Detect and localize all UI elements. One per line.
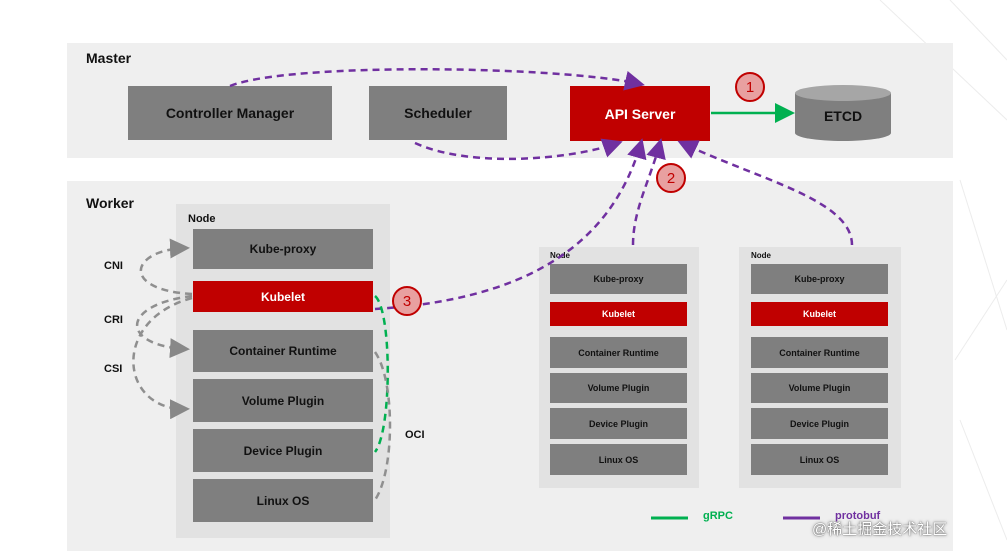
node-1-container-runtime: Container Runtime bbox=[550, 337, 687, 368]
marker-1: 1 bbox=[735, 72, 765, 102]
worker-title: Worker bbox=[86, 195, 134, 211]
watermark: @稀土掘金技术社区 bbox=[812, 521, 948, 538]
node-2-label: Node bbox=[751, 251, 771, 260]
marker-3: 3 bbox=[392, 286, 422, 316]
node-1-kube-proxy: Kube-proxy bbox=[550, 264, 687, 294]
api-server-box: API Server bbox=[570, 86, 710, 141]
main-linux-os: Linux OS bbox=[193, 479, 373, 522]
node-1-label: Node bbox=[550, 251, 570, 260]
node-2-kube-proxy: Kube-proxy bbox=[751, 264, 888, 294]
cri-label: CRI bbox=[104, 314, 123, 326]
legend-grpc-label: gRPC bbox=[703, 510, 733, 522]
main-volume-plugin: Volume Plugin bbox=[193, 379, 373, 422]
etcd-cylinder bbox=[795, 85, 891, 141]
oci-label: OCI bbox=[405, 429, 425, 441]
node-1-linux-os: Linux OS bbox=[550, 444, 687, 475]
node-2-kubelet: Kubelet bbox=[751, 302, 888, 326]
main-node-label: Node bbox=[188, 213, 216, 225]
main-kubelet: Kubelet bbox=[193, 281, 373, 312]
legend-protobuf-label: protobuf bbox=[835, 510, 881, 522]
node-2-volume-plugin: Volume Plugin bbox=[751, 373, 888, 403]
master-title: Master bbox=[86, 50, 132, 66]
node-1-device-plugin: Device Plugin bbox=[550, 408, 687, 439]
csi-label: CSI bbox=[104, 363, 123, 375]
node-1-volume-plugin: Volume Plugin bbox=[550, 373, 687, 403]
node-2-linux-os: Linux OS bbox=[751, 444, 888, 475]
scheduler-box: Scheduler bbox=[369, 86, 507, 140]
main-kube-proxy: Kube-proxy bbox=[193, 229, 373, 269]
controller-manager-box: Controller Manager bbox=[128, 86, 332, 140]
node-2-device-plugin: Device Plugin bbox=[751, 408, 888, 439]
node-2-container-runtime: Container Runtime bbox=[751, 337, 888, 368]
marker-2: 2 bbox=[656, 163, 686, 193]
main-device-plugin: Device Plugin bbox=[193, 429, 373, 472]
cni-label: CNI bbox=[104, 260, 123, 272]
main-container-runtime: Container Runtime bbox=[193, 330, 373, 372]
node-1-kubelet: Kubelet bbox=[550, 302, 687, 326]
etcd-label: ETCD bbox=[823, 108, 863, 124]
